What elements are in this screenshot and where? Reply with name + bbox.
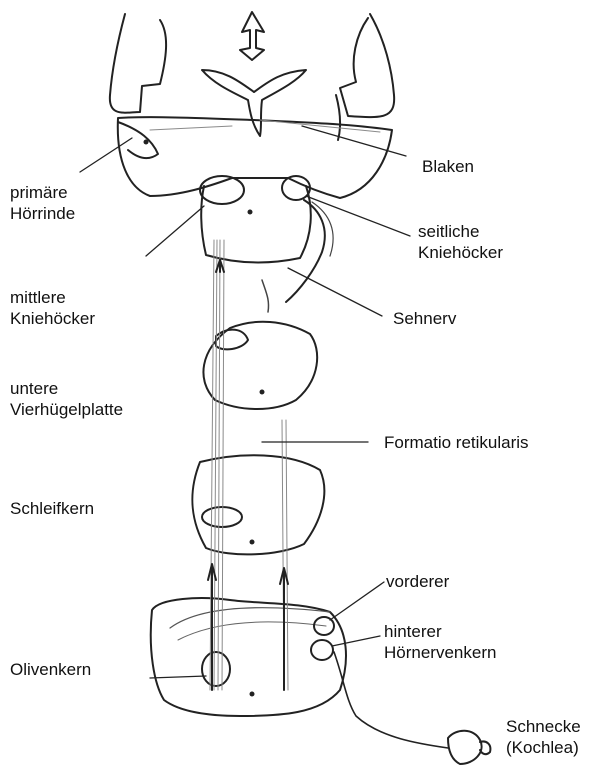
label-line: Hörnervenkern	[384, 642, 496, 663]
label-line: Blaken	[422, 156, 474, 177]
posterior-cochlear-nucleus	[311, 640, 333, 660]
label-line: hinterer	[384, 621, 496, 642]
right-hemisphere-outline	[340, 14, 394, 117]
auditory-nerve	[334, 652, 448, 748]
primary-cortex-region	[118, 122, 158, 158]
label-mittlere-kniehoecker: mittlere Kniehöcker	[10, 287, 95, 329]
ic-nucleus	[216, 330, 248, 350]
label-line: Formatio retikularis	[384, 432, 529, 453]
left-hemisphere-outline	[110, 14, 166, 113]
label-line: Kniehöcker	[10, 308, 95, 329]
optic-nerve	[286, 200, 325, 302]
label-formatio-retikularis: Formatio retikularis	[384, 432, 529, 453]
label-sehnerv: Sehnerv	[393, 308, 456, 329]
label-blaken: Blaken	[422, 156, 474, 177]
label-line: untere	[10, 378, 123, 399]
midbrain-upper	[201, 186, 311, 262]
label-schnecke: Schnecke (Kochlea)	[506, 716, 581, 758]
label-line: mittlere	[10, 287, 95, 308]
label-line: Sehnerv	[393, 308, 456, 329]
leader-mittlere-kniehoecker	[146, 206, 204, 256]
leader-seitliche-kniehoecker	[306, 196, 410, 236]
label-hinterer-hoernervenkern: hinterer Hörnervenkern	[384, 621, 496, 663]
label-line: Schleifkern	[10, 498, 94, 519]
label-line: seitliche	[418, 221, 503, 242]
label-line: Olivenkern	[10, 659, 91, 680]
label-line: Schnecke	[506, 716, 581, 737]
cochlea	[448, 731, 490, 764]
label-line: (Kochlea)	[506, 737, 581, 758]
label-schleifkern: Schleifkern	[10, 498, 94, 519]
midline-structure	[240, 12, 264, 60]
label-line: Vierhügelplatte	[10, 399, 123, 420]
olive-nucleus	[202, 652, 230, 686]
label-primaere-hoerrinde: primäre Hörrinde	[10, 182, 75, 224]
label-seitliche-kniehoecker: seitliche Kniehöcker	[418, 221, 503, 263]
medulla-outline	[151, 598, 346, 716]
label-untere-vierhuegelplatte: untere Vierhügelplatte	[10, 378, 123, 420]
label-line: Hörrinde	[10, 203, 75, 224]
lemniscus-nucleus	[202, 507, 242, 527]
leader-sehnerv	[288, 268, 382, 316]
leader-olivenkern	[150, 676, 206, 678]
medial-geniculate-left	[200, 176, 244, 204]
label-line: primäre	[10, 182, 75, 203]
third-ventricle	[202, 70, 306, 136]
label-vorderer: vorderer	[386, 571, 449, 592]
lateral-ventricle	[336, 95, 340, 140]
label-line: vorderer	[386, 571, 449, 592]
inferior-colliculus-block	[203, 322, 317, 409]
label-line: Kniehöcker	[418, 242, 503, 263]
leader-vorderer	[330, 582, 384, 620]
leader-hinterer	[332, 636, 380, 646]
label-olivenkern: Olivenkern	[10, 659, 91, 680]
